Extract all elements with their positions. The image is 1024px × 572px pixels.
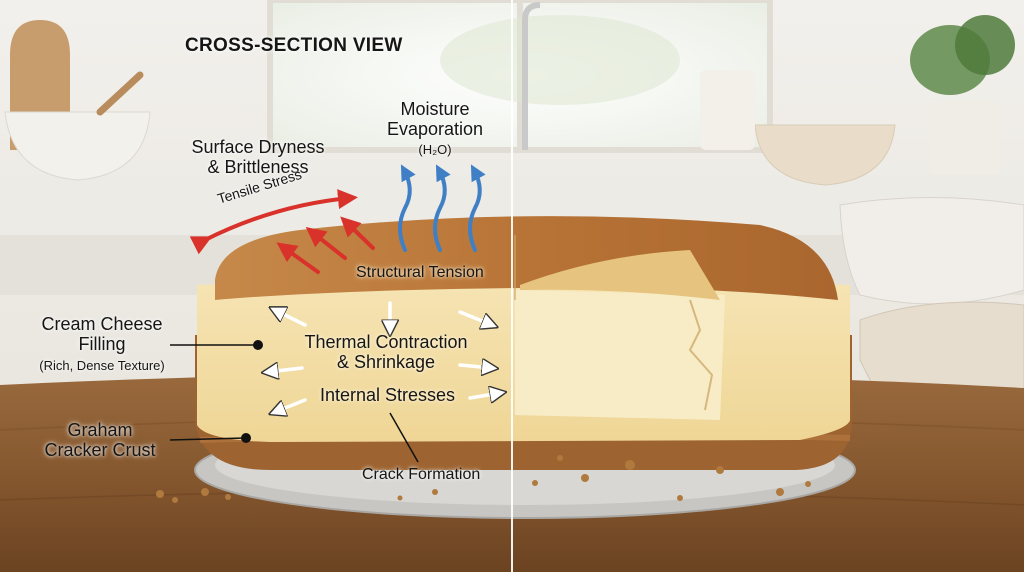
plant-pot — [930, 100, 1000, 175]
thermal-line1: Thermal Contraction — [304, 332, 468, 352]
internal-stress-arrows — [268, 301, 500, 412]
bowl-right — [839, 197, 1024, 305]
moisture-formula: (H₂O) — [418, 141, 452, 157]
thermal-contraction-label: Thermal Contraction & Shrinkage — [296, 332, 476, 373]
thermal-line2: & Shrinkage — [336, 351, 436, 372]
moisture-arrow — [468, 164, 486, 252]
tensile-arrow — [276, 242, 320, 274]
page-title: CROSS-SECTION VIEW — [185, 35, 403, 56]
split-divider — [511, 0, 513, 572]
surface-line1: Surface Dryness — [191, 137, 325, 157]
moisture-line2: Evaporation — [386, 118, 484, 139]
leader-lines — [169, 344, 419, 463]
structural-tension-label: Structural Tension — [356, 264, 484, 281]
stress-arrow — [268, 368, 304, 372]
filling-line1: Cream Cheese — [41, 314, 163, 334]
stress-arrow — [468, 393, 500, 398]
filling-leader-dot — [253, 340, 263, 350]
crust-leader-dot — [241, 433, 251, 443]
moisture-line1: Moisture — [400, 99, 470, 119]
filling-note: (Rich, Dense Texture) — [39, 357, 165, 373]
tensile-arrow — [340, 216, 375, 250]
faucet — [522, 2, 541, 150]
moisture-arrow — [398, 164, 416, 252]
bowl-back — [754, 124, 896, 186]
stress-arrow — [275, 398, 307, 412]
graham-cracker-crust-label: Graham Cracker Crust — [30, 420, 170, 461]
tensile-stress-arrows — [189, 189, 375, 274]
tensile-double-arrow — [189, 189, 358, 255]
tensile-arrow — [305, 227, 347, 260]
stress-arrow — [275, 310, 307, 327]
moisture-arrow — [433, 164, 451, 252]
crust-leader — [169, 437, 246, 441]
cream-cheese-filling-label: Cream Cheese Filling (Rich, Dense Textur… — [22, 314, 182, 373]
moisture-evaporation-label: Moisture Evaporation (H₂O) — [380, 99, 490, 157]
crumbs — [156, 455, 811, 503]
surface-line2: & Brittleness — [207, 156, 309, 177]
moisture-arrows — [398, 164, 486, 252]
crack-formation-label: Crack Formation — [362, 466, 481, 483]
internal-stresses-label: Internal Stresses — [320, 385, 456, 405]
filling-line2: Filling — [78, 333, 126, 354]
bowl-left — [4, 111, 151, 181]
crack-leader — [389, 412, 419, 463]
crust-line2: Cracker Crust — [44, 439, 156, 460]
stress-arrow — [458, 310, 492, 325]
crust-line1: Graham — [67, 420, 133, 440]
surface-dryness-label: Surface Dryness & Brittleness — [168, 137, 348, 178]
stress-arrow — [458, 365, 492, 368]
